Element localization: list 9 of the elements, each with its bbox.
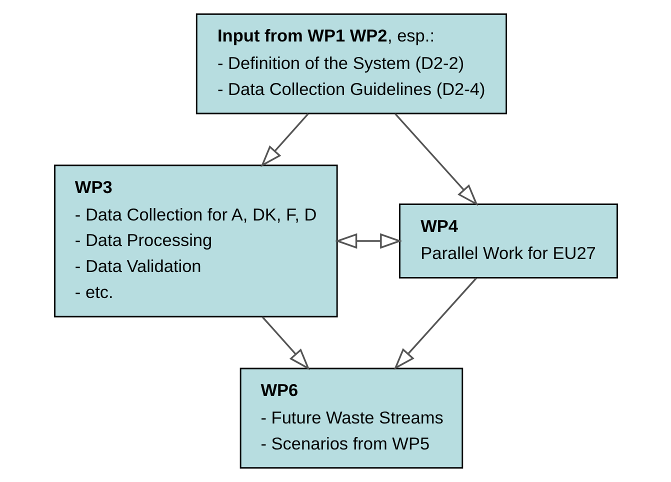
arrow: [394, 113, 478, 206]
arrow: [393, 278, 476, 370]
node-box: WP3 - Data Collection for A, DK, F, D - Data Processing - Data Validation - etc.: [54, 164, 338, 318]
arrow: [334, 233, 402, 249]
node-box: Input from WP1 WP2, esp.: - Definition of the System (D2-2) - Data Collection Guidelines (D2-4): [195, 13, 507, 114]
node-box: WP4 Parallel Work for EU27: [398, 204, 618, 278]
arrow: [260, 113, 308, 168]
node-box: WP6 - Future Waste Streams - Scenarios from WP5: [239, 368, 463, 469]
arrow: [261, 316, 310, 370]
